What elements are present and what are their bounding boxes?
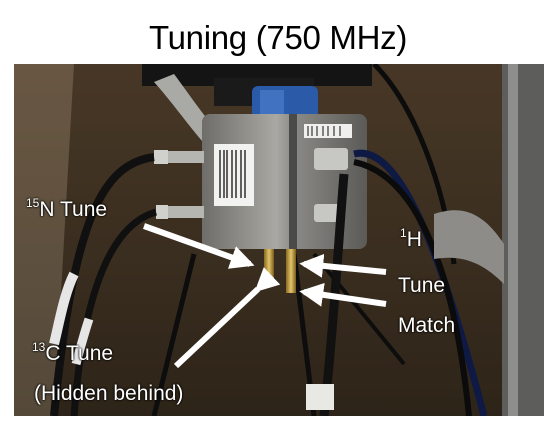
h-match-label: Match (398, 314, 456, 337)
slide-title: Tuning (750 MHz) (148, 19, 408, 56)
h1-text: H (406, 228, 422, 251)
h1-isotope: 1 (400, 226, 407, 240)
n15-tune-label: 15N Tune (26, 196, 108, 222)
c13-tune-label: 13C Tune (32, 340, 114, 366)
probe-photo: 15N Tune 1H Tune Match 13C Tune (Hidden … (14, 64, 544, 416)
c13-hidden-note: (Hidden behind) (34, 382, 184, 405)
c13-isotope: 13 (32, 340, 46, 354)
c13-tune-text: C Tune (45, 342, 114, 365)
h1-label: 1H (400, 226, 422, 252)
h-tune-label: Tune (398, 274, 446, 297)
n15-tune-text: N Tune (39, 198, 108, 221)
n15-isotope: 15 (26, 196, 40, 210)
probe-photo-drawing (14, 64, 544, 416)
